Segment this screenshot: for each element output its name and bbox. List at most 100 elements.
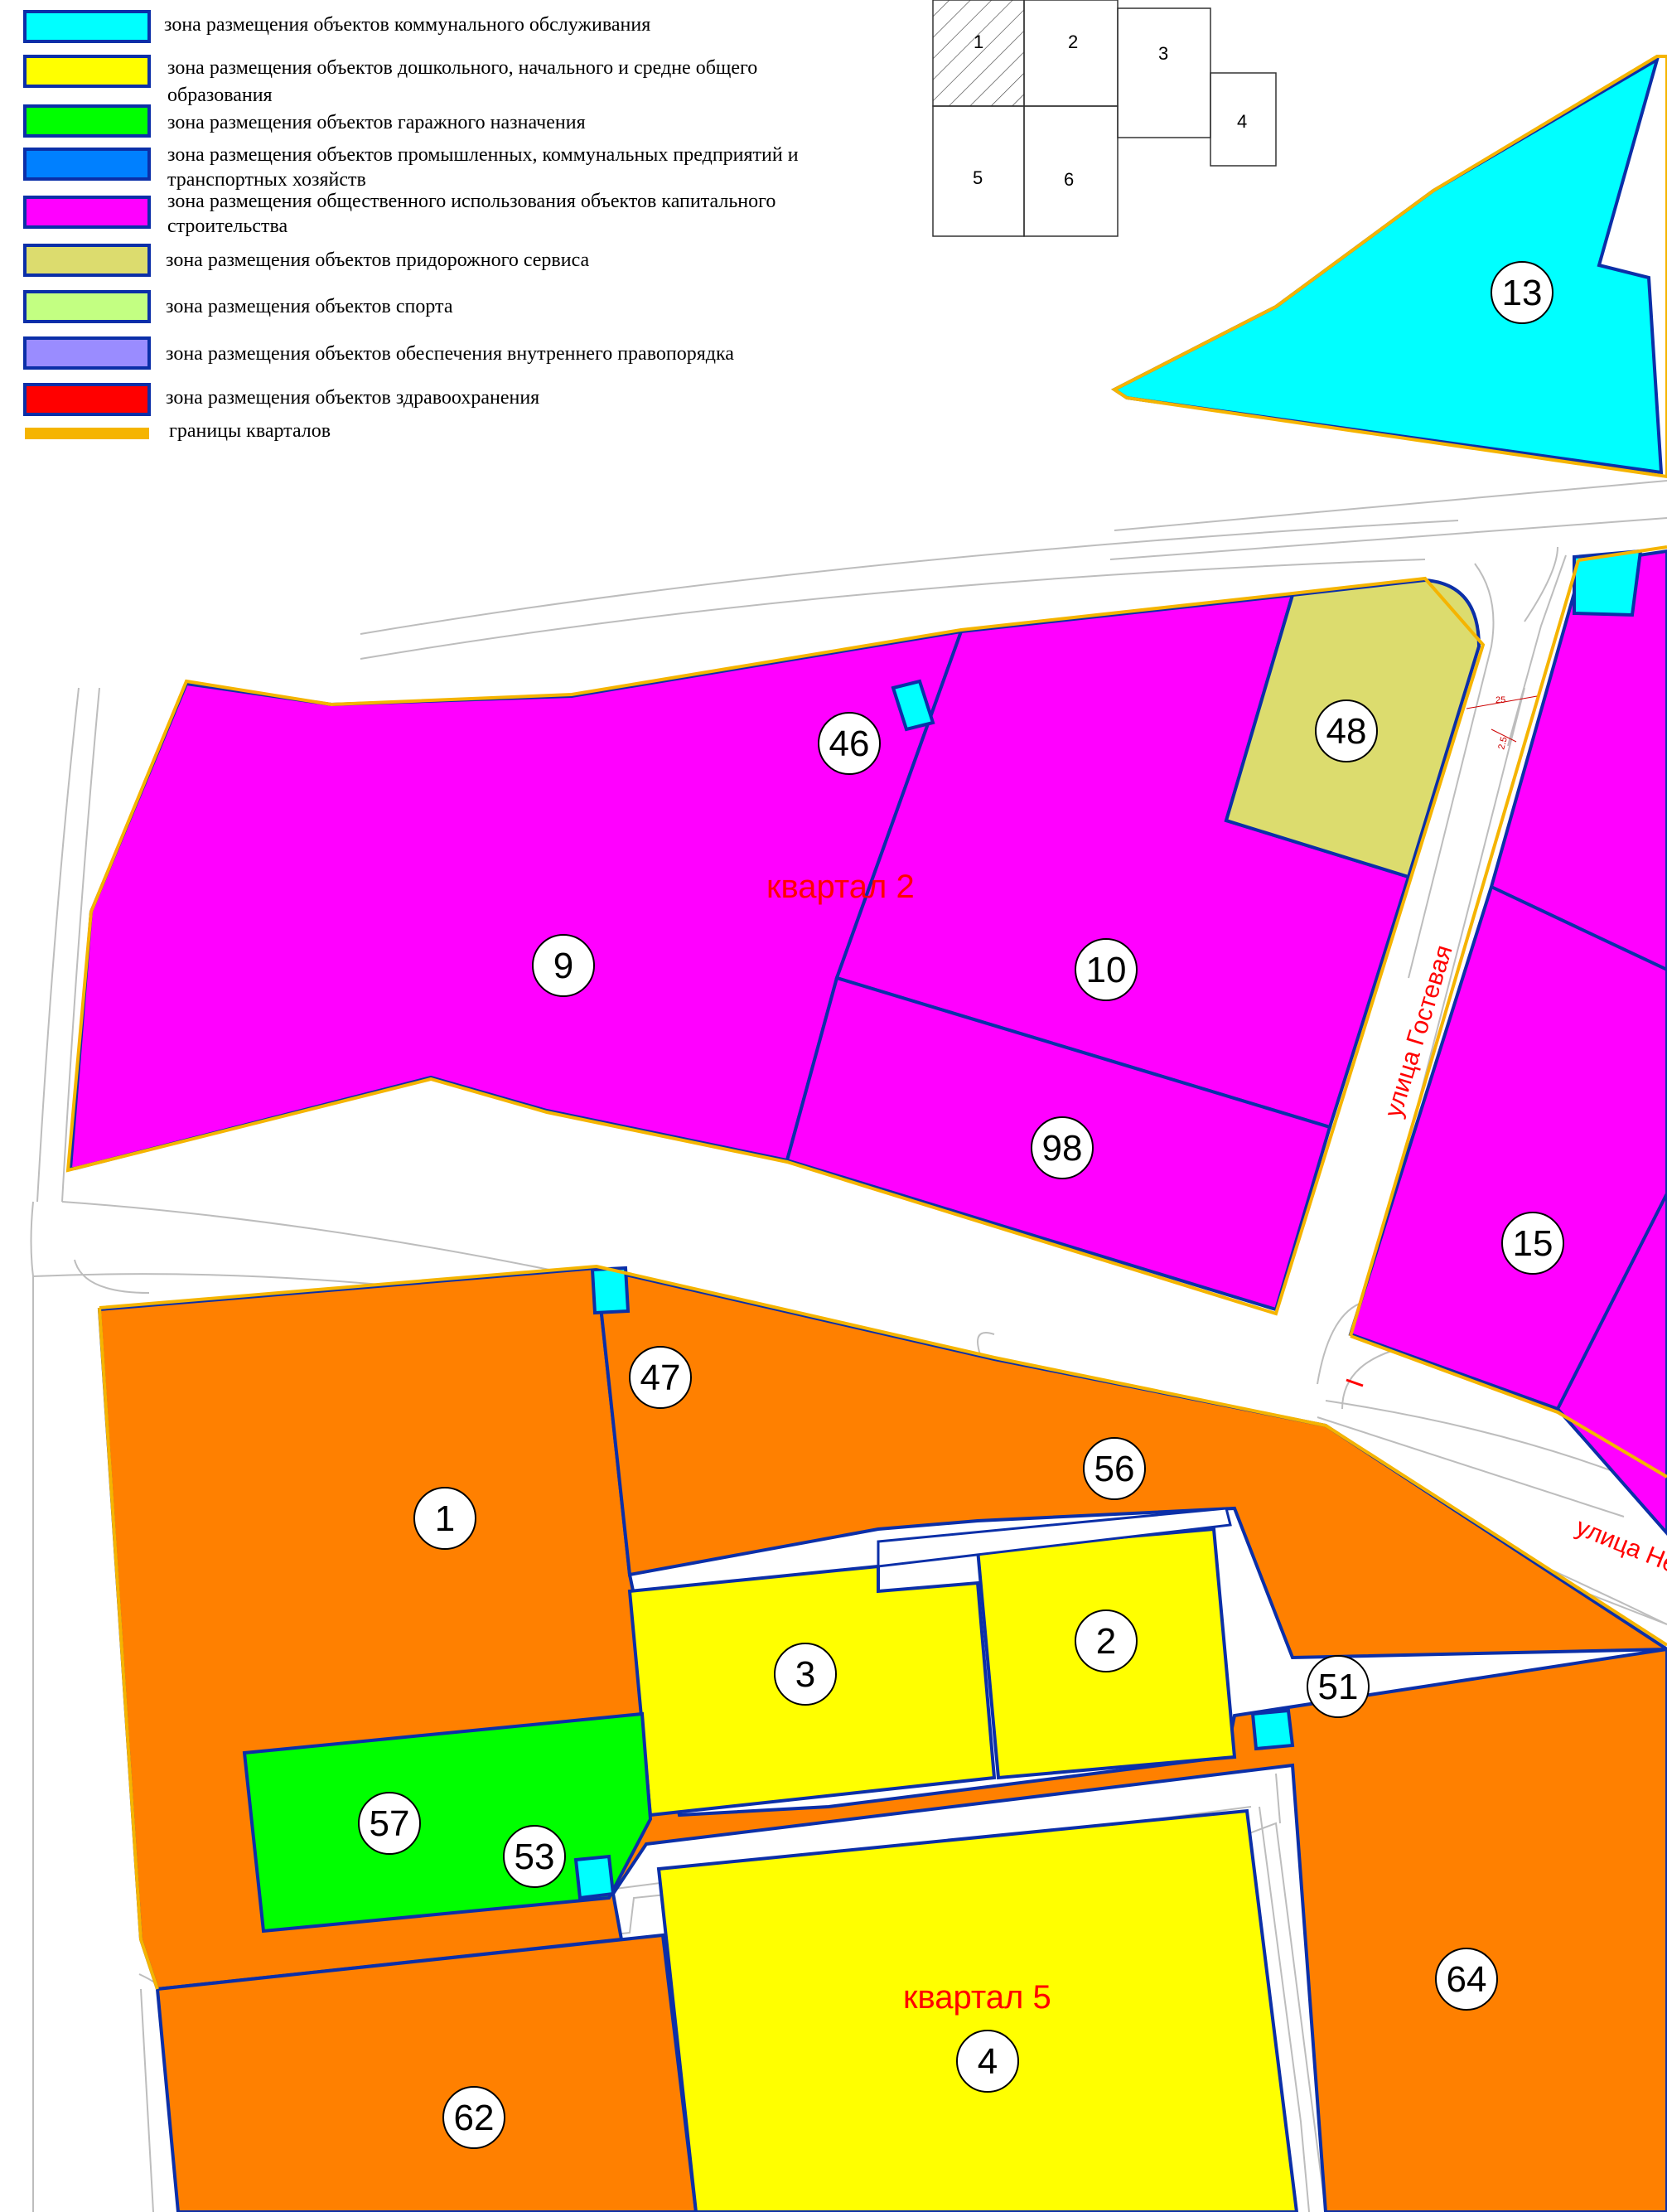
parcel-marker-15: 15 [1501,1212,1564,1275]
sheet-cell-1 [932,0,1025,107]
zone-parcel-4 [656,1808,1299,2212]
quarter-5 [97,1264,1667,2212]
legend-label-sport: зона размещения объектов спорта [166,296,453,317]
quarter-border-right-bottom [1350,1334,1667,1479]
legend-swatch-roadside [23,244,151,277]
sheet-label-4: 4 [1237,111,1247,132]
legend-swatch-police [23,336,151,370]
legend-item-communal: зона размещения объектов коммунального о… [23,10,650,43]
legend-item-public: зона размещения общественного использова… [23,191,776,237]
sheet-cell-4 [1210,72,1277,167]
svg-text:4: 4 [978,2041,998,2082]
dimension-2-5: 2.5 [1496,736,1510,751]
legend-item-sport: зона размещения объектов спорта [23,290,453,323]
svg-text:9: 9 [553,946,573,986]
parcel-marker-64: 64 [1435,1948,1498,2011]
legend-swatch-industrial [23,148,151,181]
quarter-2 [65,576,1486,1316]
zone-parcel-51-small [1250,1708,1295,1751]
legend-label-industrial-line2: транспортных хозяйств [167,169,366,191]
legend-item-roadside: зона размещения объектов придорожного се… [23,244,590,277]
svg-text:98: 98 [1042,1128,1083,1169]
quarter-label-2: квартал 2 [766,869,915,905]
svg-text:48: 48 [1326,711,1367,752]
quarter-right [1348,545,1667,1537]
parcel-marker-46: 46 [818,712,881,775]
legend-item-police: зона размещения объектов обеспечения вну… [23,336,734,370]
svg-text:53: 53 [515,1837,555,1877]
zone-parcel-15-divider-2 [1556,1193,1667,1410]
legend-swatch-health [23,383,151,416]
parcel-labels: 13 46 48 9 10 98 15 47 56 1 3 2 51 57 53… [358,261,1564,2149]
svg-text:51: 51 [1318,1667,1359,1707]
legend-label-health: зона размещения объектов здравоохранения [166,387,539,409]
parcel-marker-13: 13 [1491,261,1553,324]
legend-label-quarter-border: границы кварталов [169,420,331,442]
dimension-marks: 25 2.5 [1466,695,1538,751]
sheet-label-3: 3 [1158,43,1168,64]
legend-label-communal: зона размещения объектов коммунального о… [164,14,650,36]
svg-text:57: 57 [370,1803,410,1844]
svg-text:13: 13 [1502,273,1543,313]
parcel-marker-10: 10 [1075,938,1138,1001]
sheet-label-6: 6 [1064,169,1074,190]
svg-text:62: 62 [454,2098,495,2138]
sheet-label-2: 2 [1068,31,1078,52]
sheet-label-5: 5 [973,167,983,188]
quarter-label-5: квартал 5 [903,1979,1051,2016]
svg-text:10: 10 [1086,950,1127,990]
legend-swatch-garage [23,104,151,138]
legend-label-police: зона размещения объектов обеспечения вну… [166,343,734,365]
legend-label-education-line2: образования [167,85,273,106]
legend-label-public-line2: строительства [167,215,287,237]
legend-label-industrial: зона размещения объектов промышленных, к… [167,144,799,166]
zone-parcel-46-small [891,679,935,732]
parcel-marker-51: 51 [1307,1655,1370,1718]
zone-parcel-53-small [573,1854,616,1900]
legend-swatch-public [23,196,151,229]
sheet-label-1: 1 [974,31,983,52]
legend-item-industrial: зона размещения объектов промышленных, к… [23,144,799,191]
svg-text:56: 56 [1094,1449,1135,1489]
parcel-marker-48: 48 [1315,699,1378,762]
svg-text:1: 1 [435,1498,455,1539]
quarter-border-2 [65,576,1486,1316]
parcel-marker-4: 4 [956,2030,1019,2093]
sheet-index: 1 2 3 4 5 6 [932,0,1277,237]
svg-text:15: 15 [1513,1223,1553,1264]
dimension-25: 25 [1495,695,1505,705]
parcel-marker-56: 56 [1083,1437,1146,1500]
parcel-marker-9: 9 [532,934,595,997]
parcel-marker-47: 47 [629,1346,692,1409]
parcel-marker-53: 53 [503,1825,566,1888]
legend-item-education: зона размещения объектов дошкольного, на… [23,55,757,106]
svg-text:46: 46 [829,724,870,764]
parcel-marker-1: 1 [413,1487,476,1550]
parcel-marker-57: 57 [358,1792,421,1855]
parcel-marker-2: 2 [1075,1609,1138,1672]
sheet-cell-3 [1117,7,1211,138]
legend-swatch-quarter-border [25,428,149,439]
legend-label-education: зона размещения объектов дошкольного, на… [167,57,757,79]
svg-text:64: 64 [1447,1959,1487,2000]
legend-label-roadside: зона размещения объектов придорожного се… [166,249,590,271]
quarter-border-5-left [98,1307,159,1990]
legend-swatch-communal [23,10,151,43]
legend-item-garage: зона размещения объектов гаражного назна… [23,104,586,138]
legend-swatch-sport [23,290,151,323]
zone-parcel-62 [155,1933,698,2212]
zone-parcel-15-divider [1491,885,1667,971]
parcel-marker-98: 98 [1031,1116,1094,1179]
parcel-marker-3: 3 [774,1643,837,1706]
legend-label-public: зона размещения общественного использова… [167,191,776,212]
sheet-cell-2 [1023,0,1119,107]
street-label-ne: улица Не [1572,1513,1667,1579]
parcel-marker-62: 62 [442,2086,505,2149]
zone-white-strip [877,1507,1232,1568]
legend-label-garage: зона размещения объектов гаражного назна… [167,112,586,133]
zone-parcel-47-small [590,1266,631,1315]
legend-swatch-education [23,55,151,88]
svg-text:47: 47 [640,1358,681,1398]
zone-parcel-13 [1111,56,1664,475]
